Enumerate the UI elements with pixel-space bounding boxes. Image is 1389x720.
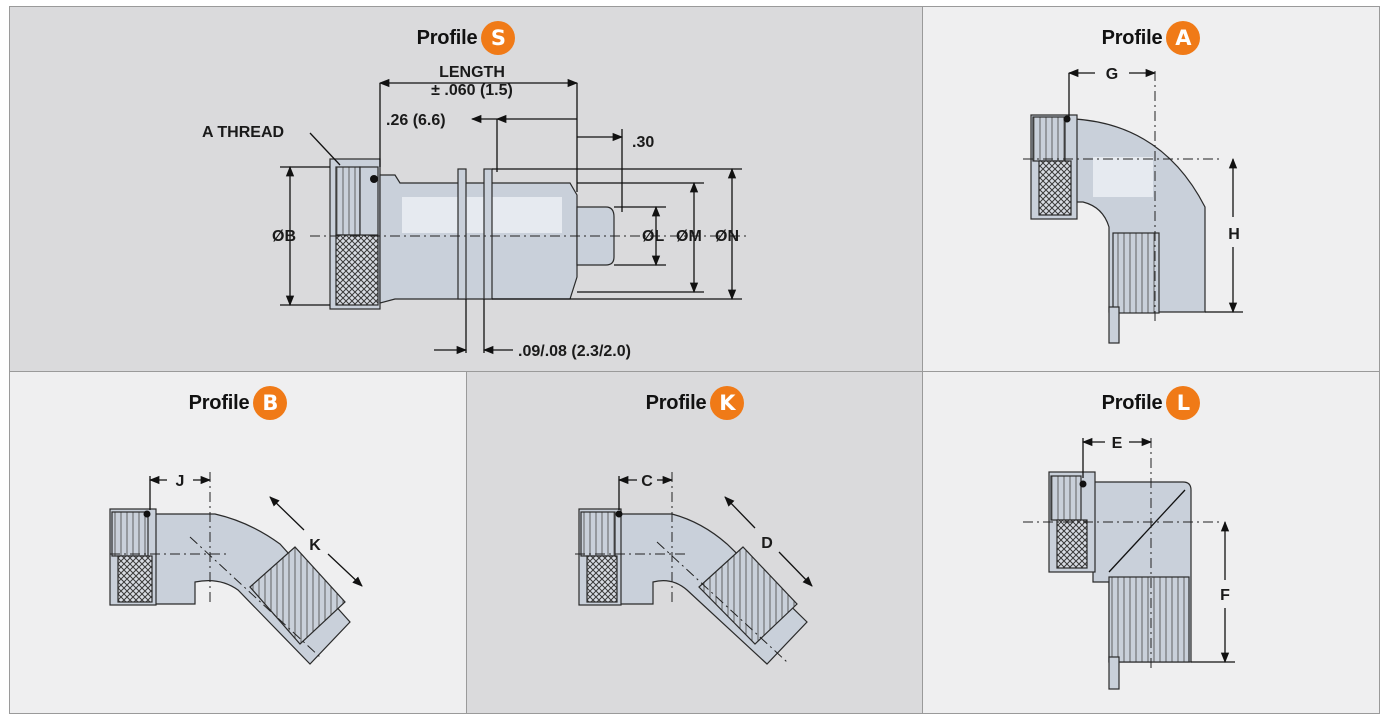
profile-word: Profile	[1101, 391, 1163, 414]
profile-word: Profile	[416, 26, 478, 49]
thread-leader	[309, 132, 341, 166]
length-label: LENGTH	[439, 64, 505, 81]
nut-knurl	[1038, 160, 1072, 216]
tab	[1108, 656, 1120, 690]
nut-thread	[359, 166, 379, 236]
a-thread-label: A THREAD	[202, 124, 284, 141]
hose-ribs	[1108, 576, 1190, 663]
profile-badge: K	[710, 386, 745, 420]
k-dim	[327, 553, 363, 587]
profile-s-drawing: LENGTH ± .060 (1.5) .26 (6.6) .30 A THRE…	[202, 64, 750, 360]
body-rib-1	[457, 168, 467, 300]
profile-badge: B	[253, 386, 288, 420]
hose-ribs	[1112, 232, 1160, 314]
nut-knurl	[586, 555, 618, 603]
c-label: C	[641, 473, 653, 490]
f-label: F	[1220, 587, 1230, 604]
on-label: ØN	[715, 228, 739, 245]
nut-ribbed-band	[335, 166, 361, 236]
adapter-body	[379, 174, 578, 304]
ol-label: ØL	[642, 228, 664, 245]
miter-line	[1108, 489, 1186, 573]
profile-badge: S	[481, 21, 516, 55]
panel-title: Profile B	[10, 386, 466, 420]
panel-title: Profile A	[923, 21, 1379, 55]
nut-ribbed-band	[580, 511, 616, 557]
centerline	[189, 536, 321, 658]
profile-a-drawing: G H	[1023, 66, 1243, 344]
profile-word: Profile	[1101, 26, 1163, 49]
k-dim	[269, 496, 305, 531]
panel-profile-b: Profile B J K	[9, 371, 467, 714]
nut-ribbed-band	[1050, 475, 1082, 521]
panel-profile-k: Profile K C D	[466, 371, 924, 714]
d30-label: .30	[632, 134, 654, 151]
profile-b-drawing: J K	[109, 472, 363, 665]
panel-title: Profile S	[10, 21, 922, 55]
nut-knurl	[117, 555, 153, 603]
profile-badge: L	[1166, 386, 1201, 420]
j-label: J	[176, 473, 185, 490]
d-label: D	[761, 535, 773, 552]
o-ring	[615, 510, 623, 518]
k-label: K	[309, 537, 321, 554]
body-rib-2	[483, 168, 493, 300]
panel-title: Profile K	[467, 386, 923, 420]
d09-label: .09/.08 (2.3/2.0)	[518, 343, 631, 360]
length-tolerance-label: ± .060 (1.5)	[431, 82, 513, 99]
nut-knurl	[335, 234, 379, 306]
nut-ribbed-band	[111, 511, 149, 557]
h-label: H	[1228, 226, 1240, 243]
d-dim	[724, 496, 756, 529]
profile-badge: A	[1166, 21, 1201, 55]
hose-ribs	[249, 546, 346, 645]
panel-profile-s: Profile S	[9, 6, 923, 372]
profile-k-drawing: C D	[575, 472, 813, 665]
profile-word: Profile	[645, 391, 707, 414]
om-label: ØM	[676, 228, 702, 245]
nut-ribbed-band	[1032, 116, 1066, 162]
tab	[1108, 306, 1120, 344]
centerline	[656, 541, 788, 663]
o-ring	[143, 510, 151, 518]
panel-profile-a: Profile A G H	[922, 6, 1380, 372]
d26-label: .26 (6.6)	[386, 112, 446, 129]
panel-profile-l: Profile L E F	[922, 371, 1380, 714]
e-label: E	[1112, 435, 1123, 452]
panel-title: Profile L	[923, 386, 1379, 420]
hose-ribs	[698, 546, 798, 645]
nut-knurl	[1056, 519, 1088, 569]
body-highlight	[402, 197, 562, 233]
ob-label: ØB	[272, 228, 296, 245]
d-dim	[778, 551, 813, 587]
profile-l-drawing: E F	[1023, 435, 1235, 690]
g-label: G	[1106, 66, 1118, 83]
o-ring	[1079, 480, 1087, 488]
body-highlight	[1093, 157, 1153, 197]
profile-word: Profile	[188, 391, 250, 414]
o-ring	[370, 175, 378, 183]
